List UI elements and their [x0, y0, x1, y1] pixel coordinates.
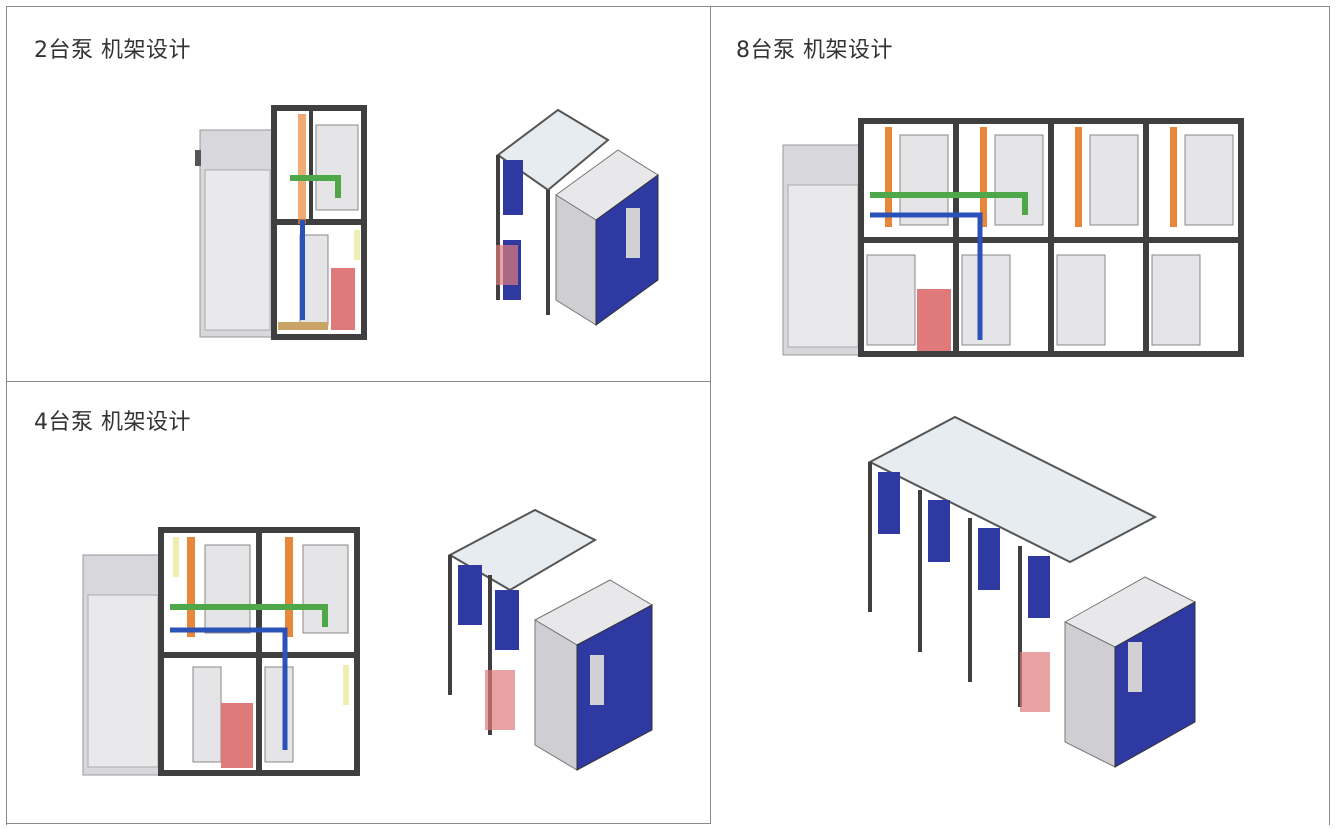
- panel-title-8-pump: 8台泵 机架设计: [736, 38, 893, 63]
- column-divider: [710, 6, 711, 824]
- rack-8-isometric-view: [867, 415, 1197, 768]
- rack-8-front-view: [782, 118, 1244, 357]
- rack-4-isometric-view: [447, 508, 654, 771]
- bottom-border: [6, 823, 710, 824]
- panel-title-4-pump: 4台泵 机架设计: [34, 410, 191, 435]
- panel-title-2-pump: 2台泵 机架设计: [34, 38, 191, 63]
- rack-4-front-view: [82, 527, 360, 776]
- rack-2-isometric-view: [496, 108, 659, 326]
- table-frame: [6, 6, 1330, 825]
- row-divider: [6, 381, 710, 382]
- rack-2-front-view: [195, 105, 367, 340]
